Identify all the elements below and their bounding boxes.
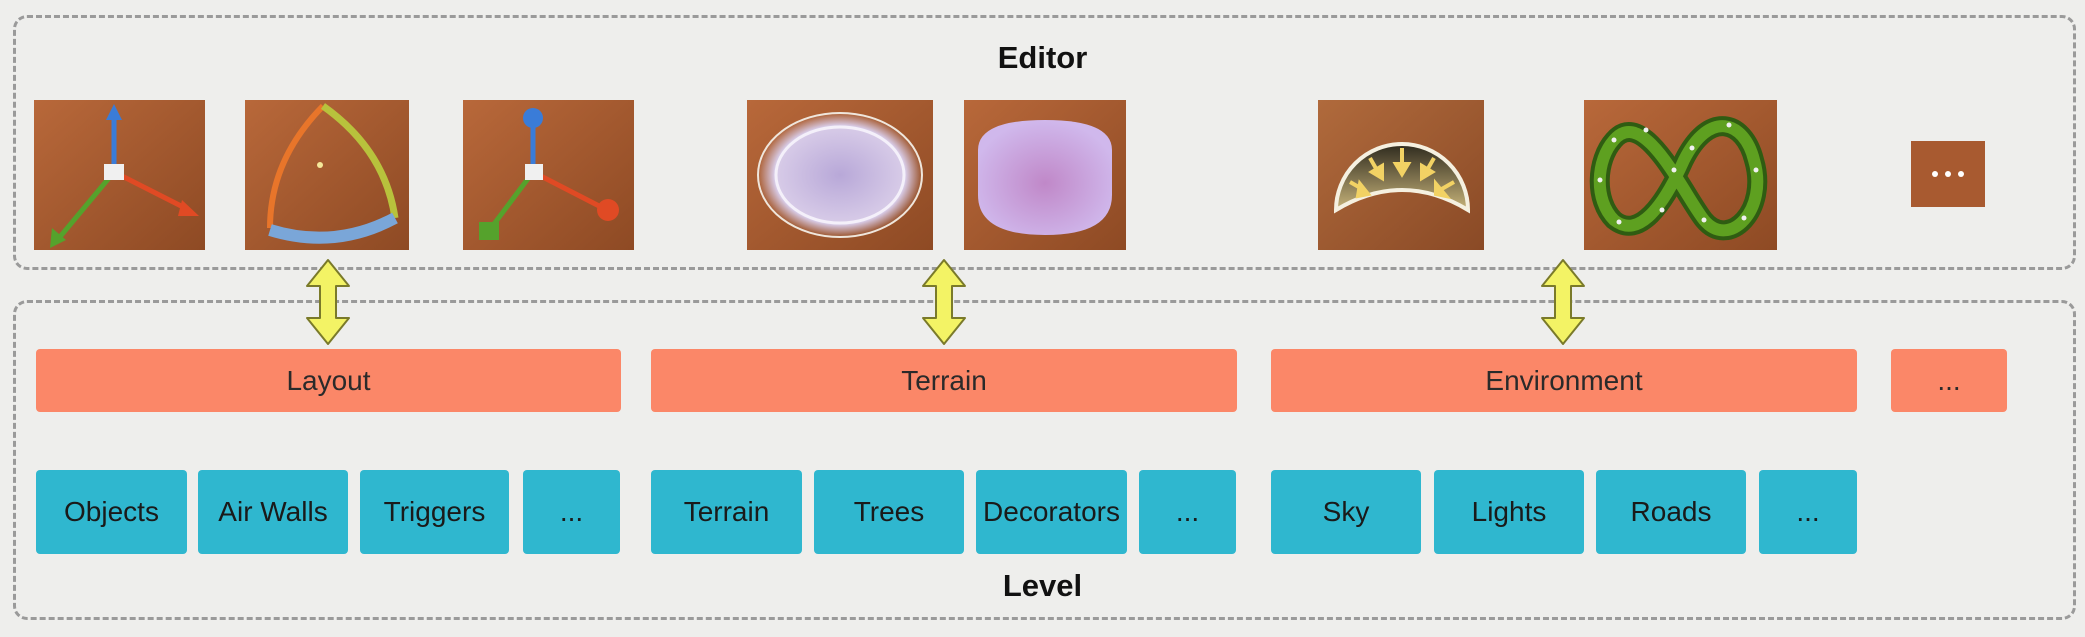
item-roads[interactable]: Roads bbox=[1596, 470, 1746, 554]
level-section bbox=[13, 300, 2076, 620]
item-air-walls[interactable]: Air Walls bbox=[198, 470, 348, 554]
item-triggers[interactable]: Triggers bbox=[360, 470, 509, 554]
level-title: Level bbox=[1002, 568, 1083, 603]
terrain-link-arrow-icon bbox=[921, 258, 967, 346]
item-environment-more[interactable]: ... bbox=[1759, 470, 1857, 554]
category-more[interactable]: ... bbox=[1891, 349, 2007, 412]
item-terrain-more[interactable]: ... bbox=[1139, 470, 1236, 554]
editor-title: Editor bbox=[997, 40, 1088, 75]
item-lights[interactable]: Lights bbox=[1434, 470, 1584, 554]
terrain-brush-ring-icon[interactable] bbox=[747, 100, 933, 250]
scale-gizmo-icon[interactable] bbox=[463, 100, 634, 250]
road-spline-icon[interactable] bbox=[1584, 100, 1777, 250]
item-objects[interactable]: Objects bbox=[36, 470, 187, 554]
environment-link-arrow-icon bbox=[1540, 258, 1586, 346]
environment-dome-icon[interactable] bbox=[1318, 100, 1484, 250]
item-layout-more[interactable]: ... bbox=[523, 470, 620, 554]
item-decorators[interactable]: Decorators bbox=[976, 470, 1127, 554]
terrain-brush-cylinder-icon[interactable] bbox=[964, 100, 1126, 250]
item-trees[interactable]: Trees bbox=[814, 470, 964, 554]
category-terrain[interactable]: Terrain bbox=[651, 349, 1237, 412]
item-sky[interactable]: Sky bbox=[1271, 470, 1421, 554]
category-environment[interactable]: Environment bbox=[1271, 349, 1857, 412]
more-tools-icon[interactable] bbox=[1911, 141, 1985, 207]
layout-link-arrow-icon bbox=[305, 258, 351, 346]
translate-gizmo-icon[interactable] bbox=[34, 100, 205, 250]
rotate-gizmo-icon[interactable] bbox=[245, 100, 409, 250]
editor-section bbox=[13, 15, 2076, 270]
category-layout[interactable]: Layout bbox=[36, 349, 621, 412]
item-terrain[interactable]: Terrain bbox=[651, 470, 802, 554]
